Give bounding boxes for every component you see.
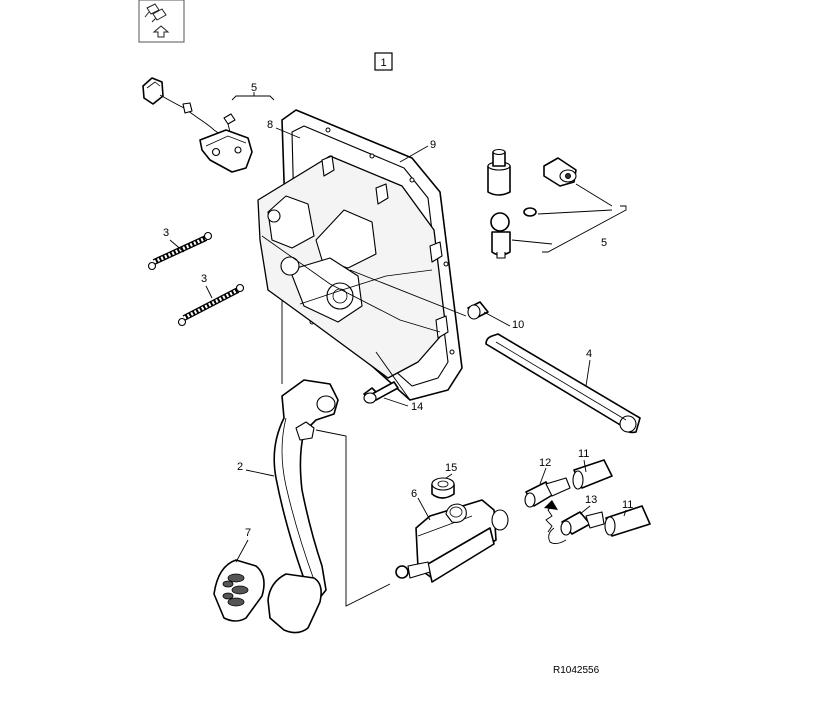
callout-14-bolt: 14 — [411, 401, 423, 413]
pedal-box — [257, 155, 449, 379]
pipe-connector — [548, 511, 605, 545]
flow-arrow — [545, 505, 553, 533]
reservoir-cap — [431, 477, 455, 499]
callout-12-union: 12 — [539, 457, 551, 469]
hydraulic-union — [524, 477, 571, 508]
return-spring-lower — [177, 283, 245, 327]
callout-9-pedal-box: 9 — [430, 139, 436, 151]
leader-line — [375, 351, 411, 401]
hydraulic-hose-upper — [572, 459, 613, 490]
callout-10-bush: 10 — [512, 319, 524, 331]
leader-line — [349, 269, 467, 317]
callout-2-pedal: 2 — [237, 461, 243, 473]
view-orientation-icon — [138, 0, 185, 43]
leader-line — [315, 429, 391, 607]
callout-3-spring-lower: 3 — [201, 273, 207, 285]
shaft-bush — [467, 301, 489, 320]
clutch-pedal-arm — [273, 379, 339, 601]
callout-13-connector: 13 — [585, 494, 597, 506]
callout-7-rubber: 7 — [245, 527, 251, 539]
leader-line — [575, 183, 613, 207]
spacer-washer — [523, 207, 537, 217]
mounting-bolt — [363, 381, 399, 404]
pivot-bush — [487, 148, 511, 196]
callout-4-shaft: 4 — [586, 348, 592, 360]
flow-arrow-head — [544, 500, 558, 510]
hydraulic-hose-lower — [604, 505, 651, 537]
callout-3-spring-upper: 3 — [163, 227, 169, 239]
callout-bracket — [231, 95, 275, 101]
callout-8-gasket: 8 — [267, 119, 273, 131]
pedal-rubber — [213, 559, 265, 622]
pedal-switch-assembly — [142, 77, 253, 173]
figure-marker-text: 1 — [380, 57, 386, 69]
callout-6-master-cylinder: 6 — [411, 488, 417, 500]
clutch-pedal-pad — [267, 573, 322, 634]
callout-11-hose-lower: 11 — [622, 499, 633, 511]
figure-marker: 1 — [374, 52, 393, 71]
callout-labels: 5 8 9 3 3 5 10 4 14 2 7 15 6 12 11 13 11 — [163, 82, 633, 539]
callout-5-switch: 5 — [251, 82, 257, 94]
reference-code: R1042556 — [553, 665, 600, 676]
callout-15-cap: 15 — [445, 462, 457, 474]
socket-head-bolt — [543, 157, 577, 187]
clutch-master-cylinder — [395, 499, 509, 583]
return-spring-upper — [147, 231, 213, 271]
callout-11-hose-upper: 11 — [578, 448, 589, 460]
ball-pin — [490, 212, 511, 259]
callout-5-pivot-pins: 5 — [601, 237, 607, 249]
callout-leaders — [169, 127, 627, 563]
pivot-shaft — [485, 333, 641, 434]
